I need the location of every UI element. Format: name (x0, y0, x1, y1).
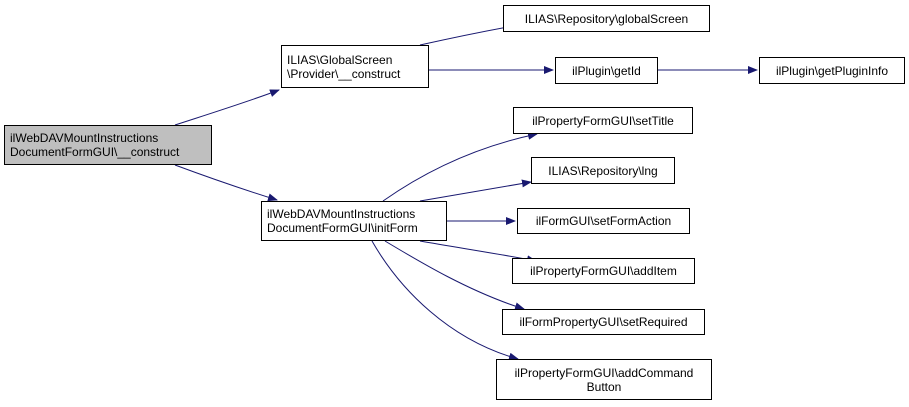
node-globalscreen-label: ILIAS\Repository\globalScreen (524, 11, 689, 26)
node-setrequired-label: ilFormPropertyGUI\setRequired (519, 315, 688, 329)
node-setrequired[interactable]: ilFormPropertyGUI\setRequired (502, 309, 705, 335)
edge-initform-to-addcommandbutton (371, 240, 519, 361)
node-provider-line-1: ILIAS\GlobalScreen (287, 52, 393, 67)
node-initform-line-2: DocumentFormGUI\initForm (267, 221, 418, 235)
node-setformaction-label: ilFormGUI\setFormAction (535, 214, 672, 228)
node-provider[interactable]: ILIAS\GlobalScreen \Provider\__construct (281, 45, 429, 88)
node-getid[interactable]: ilPlugin\getId (555, 57, 658, 84)
node-lng-label: ILIAS\Repository\lng (548, 163, 658, 178)
edge-initform-to-setrequired (384, 240, 525, 311)
node-globalscreen[interactable]: ILIAS\Repository\globalScreen (503, 5, 710, 32)
node-root-line-2: DocumentFormGUI\__construct (10, 145, 180, 159)
node-initform[interactable]: ilWebDAVMountInstructions DocumentFormGU… (261, 201, 447, 241)
node-setformaction[interactable]: ilFormGUI\setFormAction (517, 208, 690, 234)
node-getplugininfo-label: ilPlugin\getPluginInfo (775, 63, 889, 78)
node-root: ilWebDAVMountInstructions DocumentFormGU… (4, 125, 212, 165)
node-getplugininfo[interactable]: ilPlugin\getPluginInfo (759, 57, 905, 84)
node-addcommandbutton-line-2: Button (586, 379, 622, 394)
node-addcommandbutton[interactable]: ilPropertyFormGUI\addCommand Button (496, 359, 712, 400)
edge-root-to-provider (174, 89, 280, 126)
node-settitle[interactable]: ilPropertyFormGUI\setTitle (513, 107, 693, 134)
node-getid-label: ilPlugin\getId (572, 63, 641, 78)
node-root-line-1: ilWebDAVMountInstructions (10, 131, 159, 145)
node-provider-line-2: \Provider\__construct (287, 66, 401, 81)
node-initform-line-1: ilWebDAVMountInstructions (267, 207, 416, 221)
edge-initform-to-lng (419, 179, 532, 202)
node-lng[interactable]: ILIAS\Repository\lng (531, 157, 675, 184)
edge-root-to-initform (174, 164, 278, 202)
node-additem[interactable]: ilPropertyFormGUI\addItem (512, 258, 695, 284)
node-settitle-label: ilPropertyFormGUI\setTitle (532, 113, 674, 128)
edge-initform-to-settitle (382, 131, 538, 202)
node-addcommandbutton-line-1: ilPropertyFormGUI\addCommand (514, 365, 694, 380)
node-additem-label: ilPropertyFormGUI\addItem (530, 264, 677, 278)
